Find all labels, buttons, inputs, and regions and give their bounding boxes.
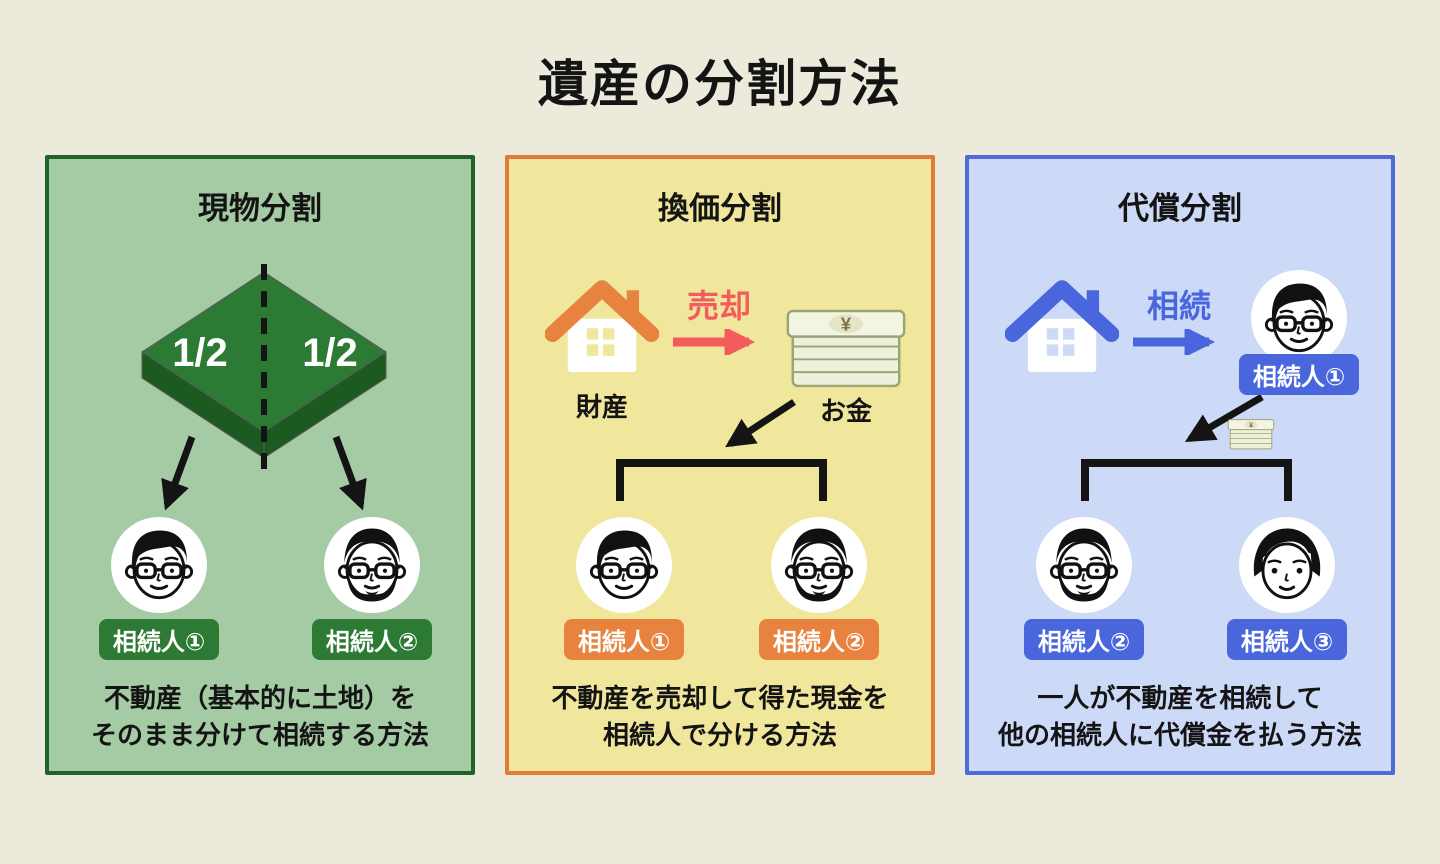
daisho-diagram: 相続 相続人① [969,229,1391,664]
heir-avatar [771,517,867,613]
man-glasses-face-icon [1251,270,1347,366]
heir-label: 相続人② [311,619,433,660]
money-stack-icon [777,299,915,394]
caption-line-2: 他の相続人に代償金を払う方法 [997,720,1362,751]
heir-label: 相続人① [1238,354,1360,395]
genbutsu-diagram: 1/2 1/2 相続人① 相続人② [49,229,471,664]
woman-face-icon [1239,517,1335,613]
heir-1: 相続人① [84,517,234,660]
panel-kanka-bunkatsu: 換価分割 財産 売却 お金 [505,155,935,775]
primary-heir: 相続人① [1224,270,1374,395]
heir-2: 相続人② [1009,517,1159,660]
to-heirs-arrow-icon [725,399,796,448]
sell-label: 売却 [686,288,751,324]
kanka-diagram: 財産 売却 お金 相続人① [509,229,931,664]
compensation-money-icon [1224,415,1278,452]
compensation-arrow-icon [1184,393,1264,443]
heir-2: 相続人② [744,517,894,660]
panel-title: 代償分割 [1118,191,1242,226]
heir-avatar [1036,517,1132,613]
bearded-man-glasses-face-icon [1036,517,1132,613]
house-icon [1005,271,1119,376]
heir-label: 相続人② [758,619,880,660]
inherit-arrow-icon [1133,329,1216,355]
sell-arrow-icon [673,329,756,355]
right-share-value: 1/2 [302,331,358,375]
caption-line-2: 相続人で分ける方法 [602,720,837,751]
heir-avatar [324,517,420,613]
heir-avatar [111,517,207,613]
left-share-value: 1/2 [172,331,228,375]
split-bracket-icon [616,459,827,501]
panel-title: 換価分割 [658,191,782,226]
caption-line-1: 一人が不動産を相続して [1037,682,1323,713]
inherit-label: 相続 [1146,288,1211,324]
heir-2: 相続人② [297,517,447,660]
bearded-man-glasses-face-icon [771,517,867,613]
house-icon [545,271,659,376]
caption-line-1: 不動産を売却して得た現金を [551,682,889,713]
man-glasses-face-icon [576,517,672,613]
panel-caption: 不動産（基本的に土地）を そのまま分けて相続する方法 [49,680,471,755]
panel-caption: 不動産を売却して得た現金を 相続人で分ける方法 [509,680,931,755]
heir-avatar [1251,270,1347,366]
asset-label: 財産 [575,392,628,422]
bearded-man-glasses-face-icon [324,517,420,613]
caption-line-1: 不動産（基本的に土地）を [103,682,416,713]
panel-title: 現物分割 [198,191,322,226]
split-bracket-icon [1081,459,1292,501]
land-plot-icon: 1/2 1/2 [141,264,387,472]
split-arrows-icon [161,435,367,511]
panel-genbutsu-bunkatsu: 現物分割 1/2 1/2 相続人① [45,155,475,775]
division-method-panels: 現物分割 1/2 1/2 相続人① [45,155,1395,775]
heir-avatar [576,517,672,613]
heir-label: 相続人① [98,619,220,660]
panel-caption: 一人が不動産を相続して 他の相続人に代償金を払う方法 [969,680,1391,755]
page-title: 遺産の分割方法 [538,56,902,112]
heir-label: 相続人③ [1226,619,1348,660]
heir-3: 相続人③ [1212,517,1362,660]
heir-label: 相続人② [1023,619,1145,660]
heir-avatar [1239,517,1335,613]
man-glasses-face-icon [111,517,207,613]
heir-1: 相続人① [549,517,699,660]
caption-line-2: そのまま分けて相続する方法 [90,720,429,751]
panel-daisho-bunkatsu: 代償分割 相続 相続人① [965,155,1395,775]
money-label: お金 [819,396,872,426]
heir-label: 相続人① [563,619,685,660]
